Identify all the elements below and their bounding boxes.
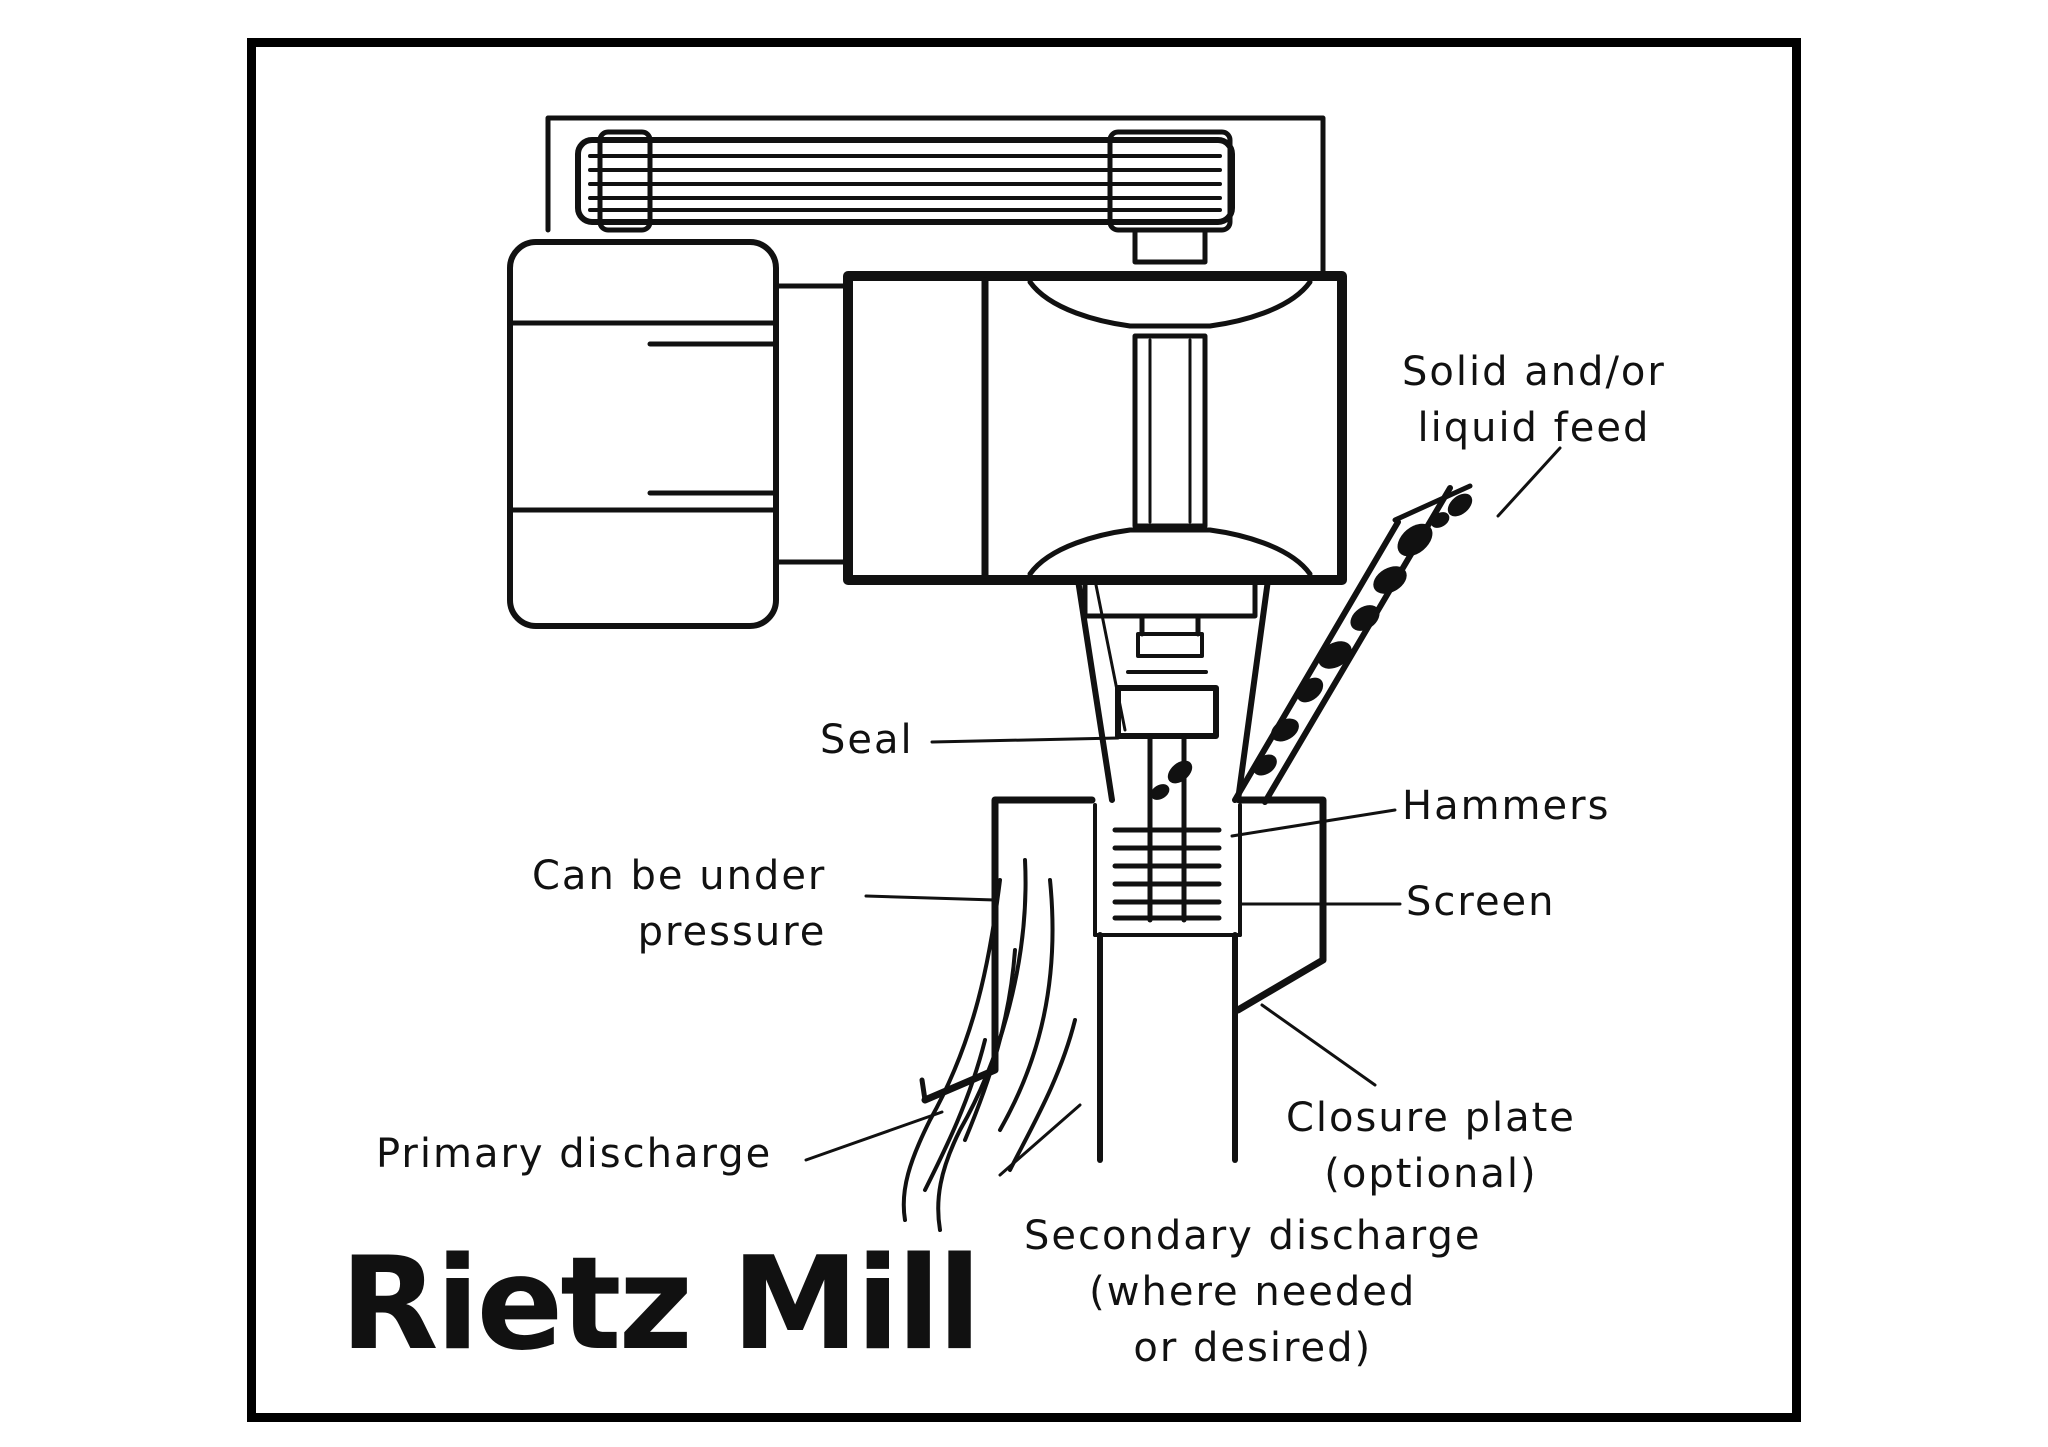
rotor-pulley bbox=[1107, 129, 1233, 233]
rotor-hub bbox=[1132, 227, 1208, 265]
leader-feed bbox=[1496, 446, 1562, 518]
leader-hammers bbox=[1230, 808, 1397, 838]
label-pressure: Can be under pressure bbox=[532, 853, 827, 955]
seal bbox=[1115, 685, 1219, 739]
leader-primary bbox=[804, 1110, 944, 1162]
label-closure: Closure plate (optional) bbox=[1286, 1095, 1576, 1197]
leader-seal bbox=[930, 736, 1120, 744]
motor-pulley bbox=[597, 129, 653, 233]
leader-closure bbox=[1260, 1003, 1377, 1087]
shaft-coupling bbox=[1082, 577, 1258, 658]
primary-discharge-stream bbox=[901, 858, 1077, 1232]
feed-material bbox=[1150, 493, 1473, 800]
label-seal: Seal bbox=[820, 717, 914, 763]
motor bbox=[507, 239, 851, 629]
diagram-title: Rietz Mill bbox=[340, 1230, 981, 1379]
leader-lines bbox=[804, 446, 1562, 1177]
grinding-chamber bbox=[919, 796, 1327, 1104]
secondary-discharge-tube bbox=[1097, 932, 1238, 1163]
label-feed: Solid and/or liquid feed bbox=[1402, 349, 1666, 451]
hammers bbox=[1112, 827, 1222, 921]
leader-secondary bbox=[998, 1103, 1082, 1177]
label-primary: Primary discharge bbox=[376, 1131, 773, 1177]
label-screen: Screen bbox=[1406, 879, 1556, 925]
bearing-housing bbox=[843, 271, 1347, 585]
label-secondary: Secondary discharge (where needed or des… bbox=[1024, 1213, 1482, 1371]
label-hammers: Hammers bbox=[1402, 783, 1611, 829]
diagram-frame bbox=[247, 38, 1801, 1422]
drive-belt bbox=[575, 137, 1235, 225]
leader-pressure bbox=[864, 894, 997, 902]
belt-guard bbox=[545, 115, 1326, 278]
screen bbox=[1093, 803, 1242, 937]
